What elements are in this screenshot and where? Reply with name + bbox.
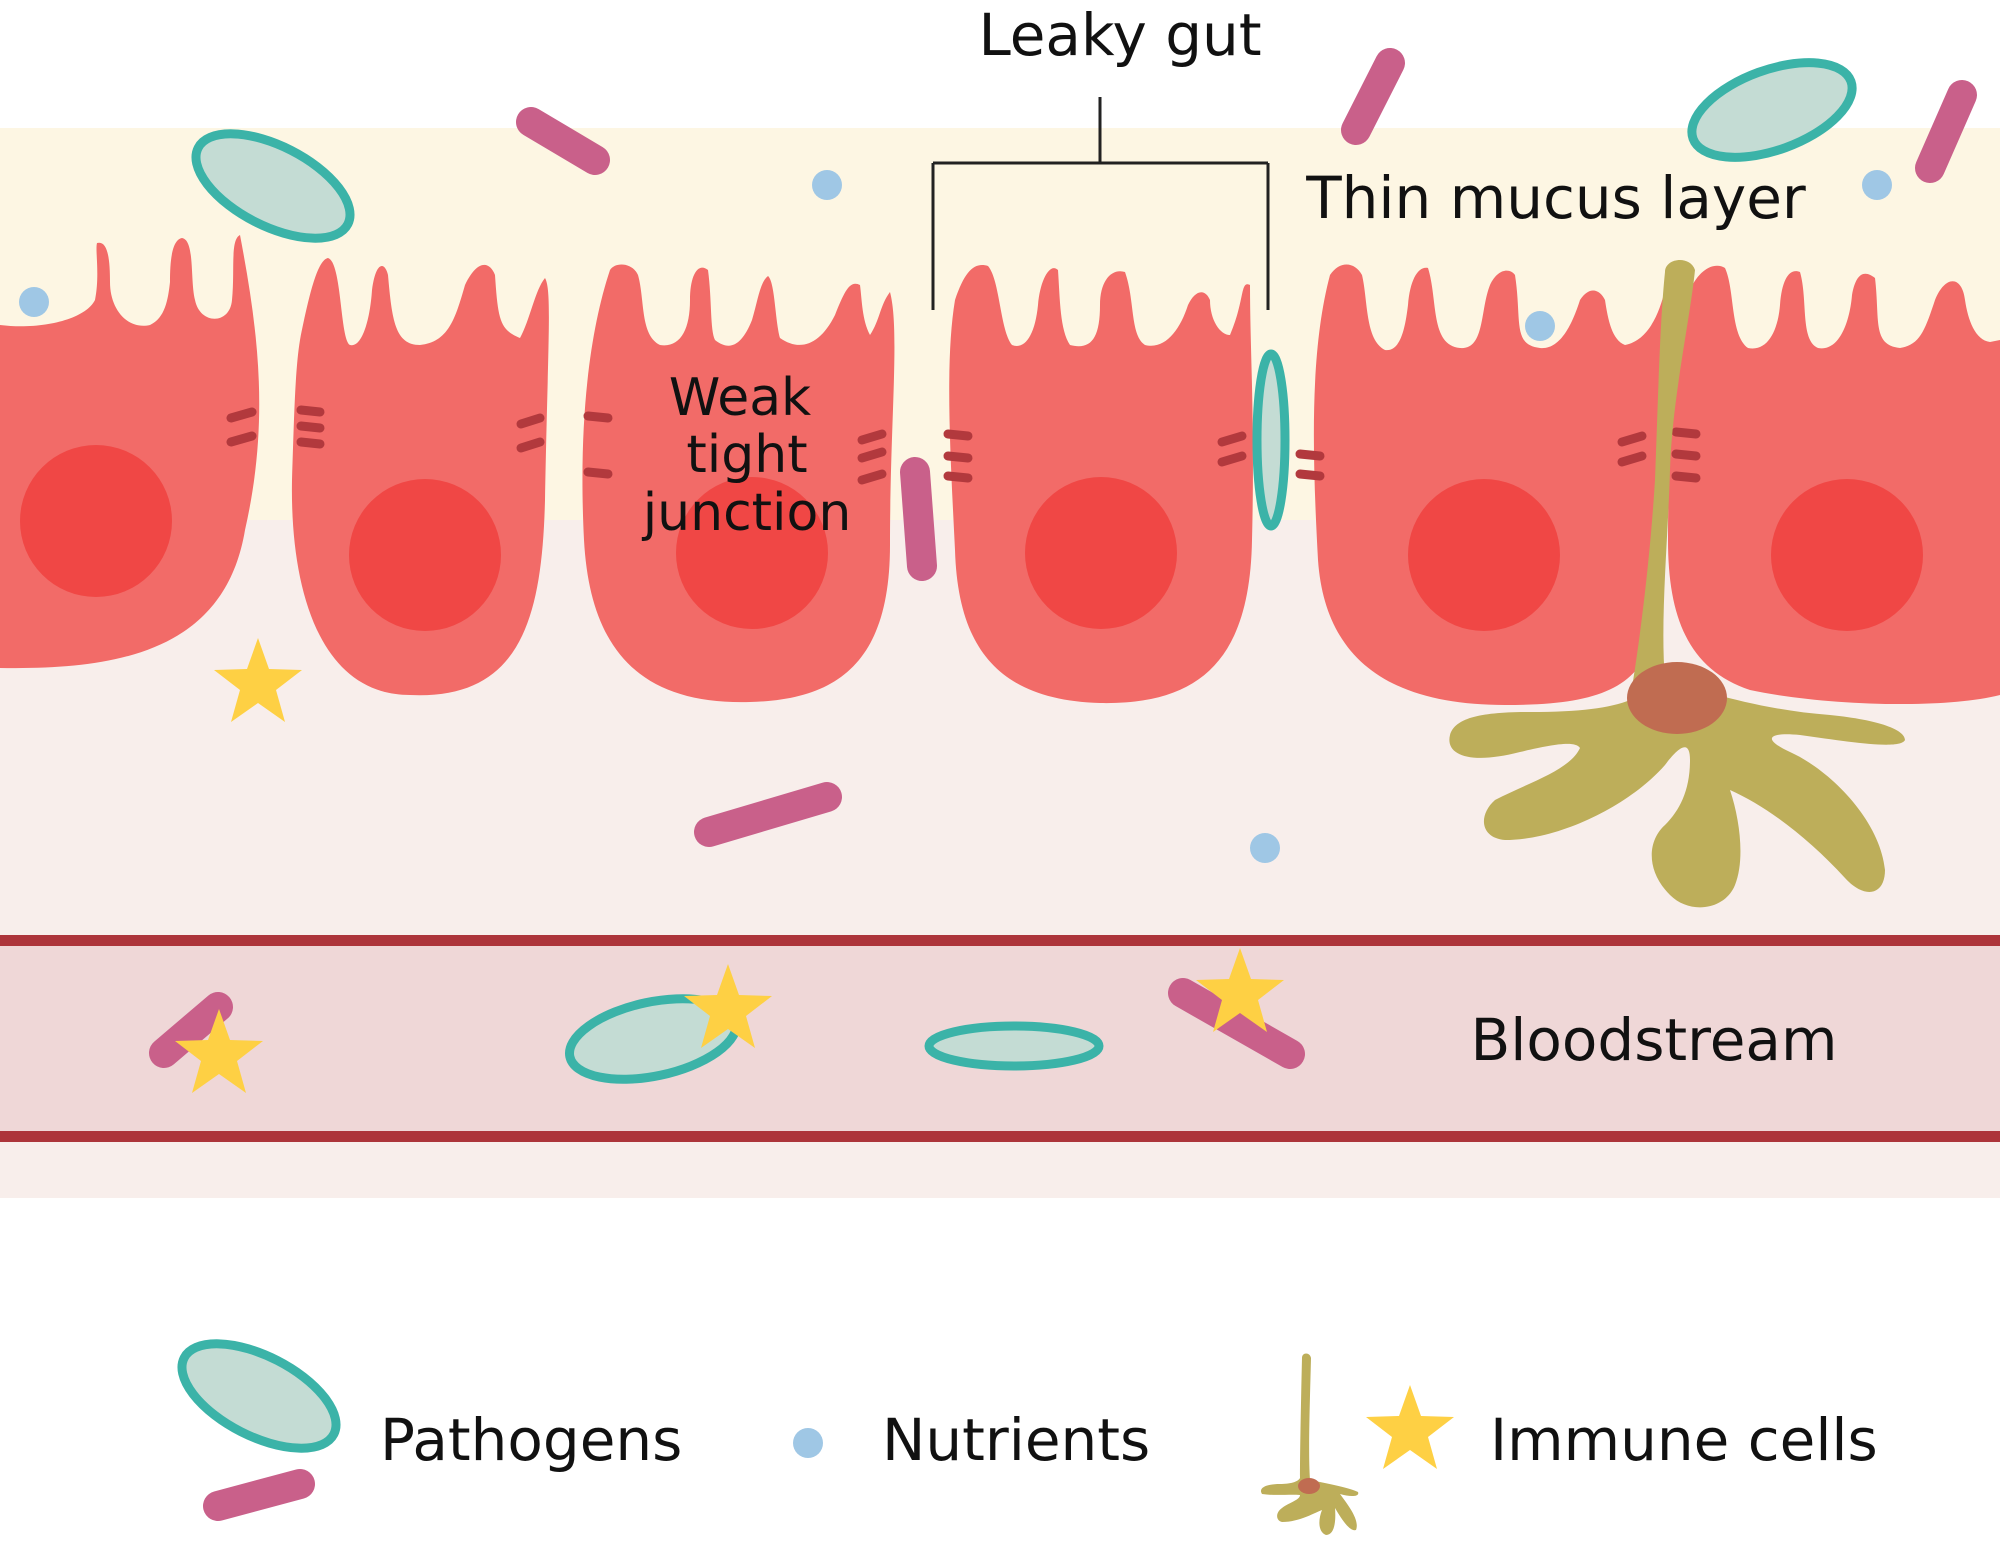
epithelial-cell-3 <box>582 264 895 703</box>
nucleus <box>1771 479 1923 631</box>
epithelial-cell-4 <box>949 265 1253 704</box>
tight-junctions <box>226 405 1701 485</box>
legend-nutrient-icon <box>793 1428 823 1458</box>
vessel-wall-bottom <box>0 1131 2000 1142</box>
immune-stars <box>175 638 1284 1093</box>
legend-pathogens-label: Pathogens <box>380 1406 682 1474</box>
weak-junction-label-line1: Weak <box>669 368 811 428</box>
nucleus <box>20 445 172 597</box>
vessel-wall-top <box>0 935 2000 946</box>
epithelial-cell-6 <box>1668 265 2000 705</box>
nucleus <box>1025 477 1177 629</box>
epithelial-cell-1 <box>0 235 260 669</box>
nucleus <box>349 479 501 631</box>
immune-nucleus <box>1627 662 1727 734</box>
weak-junction-label-line2: tight <box>686 425 807 485</box>
pathogen-ovals <box>191 58 1857 1084</box>
legend-pathogens-icon <box>177 1339 341 1521</box>
legend-nutrients-label: Nutrients <box>882 1406 1150 1474</box>
leaky-gut-label: Leaky gut <box>978 1 1261 69</box>
bloodstream-label: Bloodstream <box>1471 1006 1838 1074</box>
epithelial-cell-5 <box>1313 264 1688 705</box>
nucleus <box>676 477 828 629</box>
legend: Pathogens Nutrients Immune cells <box>177 1339 1878 1535</box>
nutrients <box>19 170 1892 863</box>
epithelial-cell-2 <box>291 258 549 696</box>
dendritic-immune-cell <box>1449 260 1905 908</box>
weak-junction-label-line3: junction <box>642 483 852 543</box>
thin-mucus-label: Thin mucus layer <box>1305 164 1806 232</box>
leaky-gut-bracket <box>931 97 1270 310</box>
legend-immune-cell-icon <box>1260 1353 1359 1535</box>
nucleus <box>1408 479 1560 631</box>
legend-immune-star-icon <box>1366 1385 1454 1469</box>
pathogen-rods <box>149 48 1977 1069</box>
legend-immune-cells-label: Immune cells <box>1490 1406 1878 1474</box>
